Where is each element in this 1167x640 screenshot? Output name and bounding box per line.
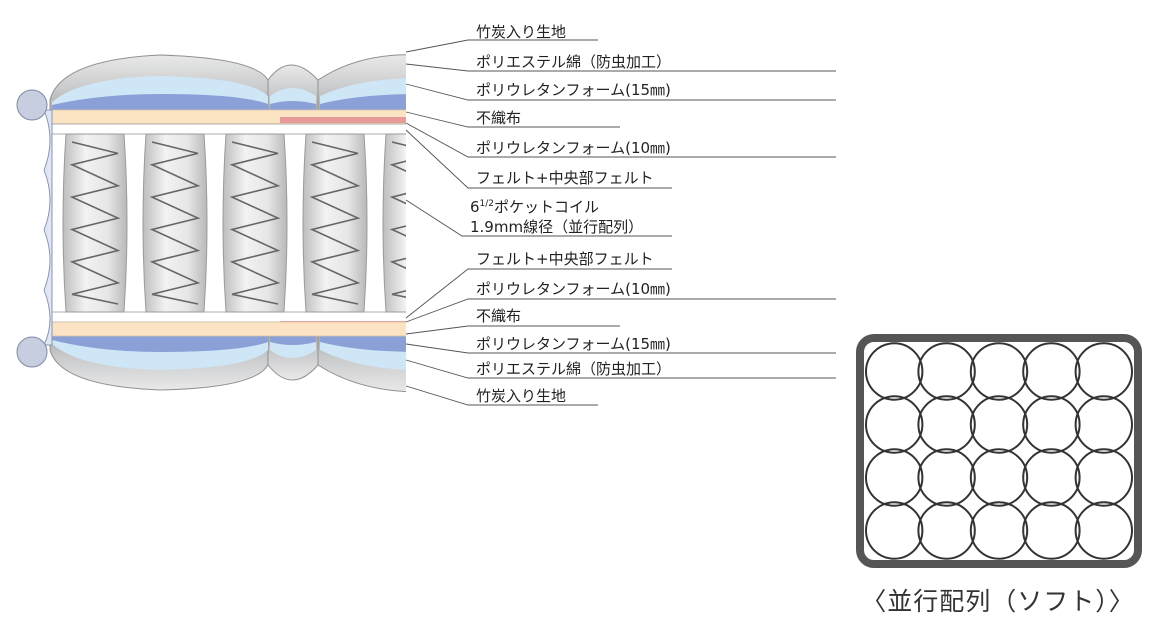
coil-spring xyxy=(389,141,406,299)
coil-spring xyxy=(149,141,201,305)
coil-circle xyxy=(969,395,1029,454)
coil-circle xyxy=(1022,342,1081,401)
coil-circle xyxy=(865,448,924,507)
leader-line xyxy=(405,39,598,53)
leader-line xyxy=(405,359,836,379)
layer-label-urethane15-top: ポリウレタンフォーム(15㎜) xyxy=(476,81,671,99)
layer-label-felt-bottom: フェルト+中央部フェルト xyxy=(476,250,654,268)
coil-circle xyxy=(1074,342,1134,401)
coil-circle xyxy=(1074,395,1134,454)
leader-line xyxy=(405,268,672,319)
layer-label-coil: 61/2ポケットコイル xyxy=(470,198,599,216)
coil-circle xyxy=(969,448,1029,507)
pocket-coil xyxy=(222,133,288,313)
coil-circle xyxy=(917,448,976,507)
coil-circle xyxy=(1074,448,1134,507)
leader-line xyxy=(405,83,836,101)
pocket-coil xyxy=(142,133,208,313)
mattress-illustration xyxy=(16,54,406,393)
coil-circle xyxy=(865,501,924,560)
layer-label-urethane15-bottom: ポリウレタンフォーム(15㎜) xyxy=(476,335,671,353)
coil-circle xyxy=(865,342,924,401)
coil-circle xyxy=(1022,395,1081,454)
layer-label-poly-cotton-bottom: ポリエステル綿（防虫加工） xyxy=(476,360,671,378)
coil-circle xyxy=(917,342,976,401)
felt-layer-top xyxy=(51,123,406,135)
coil-type-label: ポケットコイル xyxy=(494,198,599,216)
pocket-coil xyxy=(302,133,368,313)
layer-label-urethane10-bottom: ポリウレタンフォーム(10㎜) xyxy=(476,280,671,298)
coil-spring xyxy=(309,141,361,305)
leader-line xyxy=(405,129,672,189)
coil-arrangement-diagram: 〈並行配列（ソフト）〉 xyxy=(856,334,1142,616)
pocket-coil xyxy=(62,133,128,313)
arrangement-caption: 〈並行配列（ソフト）〉 xyxy=(861,587,1135,616)
coil-circle xyxy=(969,501,1029,560)
coil-size-fraction: 1/2 xyxy=(480,199,494,209)
coil-circles xyxy=(865,342,1134,560)
coil-circle xyxy=(865,395,924,454)
leader-line xyxy=(405,385,598,406)
coil-gauge-label: 1.9mm線径（並行配列） xyxy=(470,218,643,236)
coil-spring xyxy=(229,141,281,305)
leader-line xyxy=(405,111,620,128)
layer-label-fabric-top: 竹炭入り生地 xyxy=(476,23,566,41)
coil-size-number: 6 xyxy=(470,198,480,216)
leader-line xyxy=(405,298,836,323)
coil-circle xyxy=(1022,448,1081,507)
leader-line xyxy=(405,199,672,237)
layer-labels: 竹炭入り生地ポリエステル綿（防虫加工）ポリウレタンフォーム(15㎜)不織布ポリウ… xyxy=(470,23,671,405)
layer-label-felt-top: フェルト+中央部フェルト xyxy=(476,169,654,187)
leader-line xyxy=(405,343,836,354)
layer-label-poly-cotton-top: ポリエステル綿（防虫加工） xyxy=(476,53,671,71)
leader-lines xyxy=(405,39,836,406)
felt-layer-bottom xyxy=(51,311,406,323)
bottom-quilt xyxy=(49,334,406,393)
leader-line xyxy=(405,122,836,158)
leader-line xyxy=(405,63,836,72)
coil-circle xyxy=(917,501,976,560)
top-quilt xyxy=(49,54,406,113)
center-felt-top xyxy=(280,117,406,123)
coil-circle xyxy=(1022,501,1081,560)
layer-label-fabric-bottom: 竹炭入り生地 xyxy=(476,387,566,405)
coil-circle xyxy=(969,342,1029,401)
coil-circle xyxy=(1074,501,1134,560)
nonwoven-layer-bottom xyxy=(51,321,406,337)
layer-label-nonwoven-bottom: 不織布 xyxy=(476,307,521,325)
side-border xyxy=(16,89,53,368)
coil-spring xyxy=(69,141,121,305)
layer-label-urethane10-top: ポリウレタンフォーム(10㎜) xyxy=(476,139,671,157)
leader-line xyxy=(405,325,620,335)
pocket-coil xyxy=(382,133,406,313)
coil-circle xyxy=(917,395,976,454)
layer-label-nonwoven-top: 不織布 xyxy=(476,109,521,127)
pocket-coil-layer xyxy=(62,133,406,313)
